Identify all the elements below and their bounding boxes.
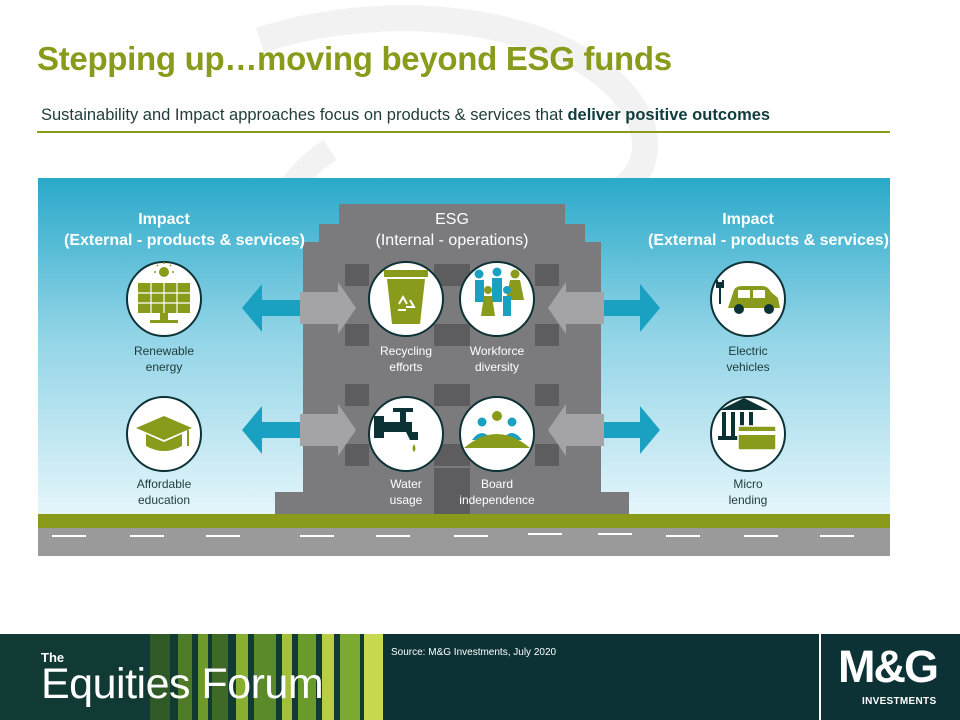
diagram-canvas: [38, 178, 890, 556]
label-line: Micro: [733, 477, 763, 491]
left-impact-title: Impact: [138, 211, 190, 228]
right-impact-subtitle: (External - products & services): [648, 232, 889, 249]
label-line: Electric: [728, 344, 768, 358]
label-micro-lending: Micro lending: [698, 476, 798, 508]
bank-card-icon: [710, 396, 786, 472]
subtitle-text: Sustainability and Impact approaches foc…: [41, 106, 568, 124]
label-line: vehicles: [726, 360, 770, 374]
brand-the: The: [41, 650, 65, 665]
source-note: Source: M&G Investments, July 2020: [391, 647, 557, 658]
label-workforce-diversity: Workforce diversity: [447, 343, 547, 375]
label-line: diversity: [474, 360, 519, 374]
slide-title: Stepping up…moving beyond ESG funds: [37, 40, 672, 77]
label-line: efforts: [389, 360, 423, 374]
workforce-people-icon: [459, 261, 535, 337]
label-affordable-education: Affordable education: [114, 476, 214, 508]
slide-subtitle: Sustainability and Impact approaches foc…: [41, 106, 770, 125]
right-bottom-arrow: [548, 404, 660, 456]
water-tap-icon: [368, 396, 444, 472]
electric-car-icon: [710, 261, 786, 337]
board-meeting-icon: [459, 396, 535, 472]
esg-title: ESG: [435, 211, 469, 228]
label-line: Board: [480, 477, 514, 491]
esg-impact-diagram: Impact (External - products & services) …: [38, 178, 890, 556]
right-top-arrow: [548, 282, 660, 334]
label-water-usage: Water usage: [356, 476, 456, 508]
label-recycling-efforts: Recycling efforts: [356, 343, 456, 375]
label-line: Water: [390, 477, 422, 491]
road: [38, 528, 890, 556]
left-bottom-arrow: [242, 404, 356, 456]
label-line: independence: [459, 493, 535, 507]
label-line: Affordable: [136, 477, 192, 491]
recycling-bin-icon: [368, 261, 444, 337]
label-board-independence: Board independence: [447, 476, 547, 508]
solar-panel-icon: [126, 261, 202, 337]
left-impact-subtitle: (External - products & services): [64, 232, 305, 249]
footer-divider: [819, 634, 821, 720]
building-door: [434, 468, 470, 518]
mg-logo-subtitle: INVESTMENTS: [862, 696, 937, 707]
left-top-arrow: [242, 282, 356, 334]
equities-forum-banner: [0, 634, 383, 720]
label-line: Workforce: [469, 344, 525, 358]
esg-header: ESG (Internal - operations): [352, 209, 552, 251]
office-building: [275, 204, 629, 518]
grass-strip: [38, 514, 890, 528]
road-markings: [52, 533, 854, 537]
right-impact-header: Impact (External - products & services): [648, 209, 889, 251]
left-impact-header: Impact (External - products & services): [64, 209, 305, 251]
label-line: usage: [389, 493, 423, 507]
subtitle-emphasis: deliver positive outcomes: [567, 106, 771, 124]
label-line: education: [137, 493, 191, 507]
label-line: Renewable: [133, 344, 195, 358]
label-line: Recycling: [379, 344, 433, 358]
brand-name: Equities Forum: [41, 660, 324, 708]
label-electric-vehicles: Electric vehicles: [698, 343, 798, 375]
label-line: energy: [145, 360, 183, 374]
label-renewable-energy: Renewable energy: [114, 343, 214, 375]
mg-logo-box: [821, 634, 960, 720]
mg-logo: M&G: [838, 641, 939, 692]
esg-subtitle: (Internal - operations): [375, 232, 529, 249]
right-impact-title: Impact: [722, 211, 774, 228]
subtitle-underline: [37, 131, 890, 133]
label-line: lending: [728, 493, 768, 507]
graduation-cap-icon: [126, 396, 202, 472]
